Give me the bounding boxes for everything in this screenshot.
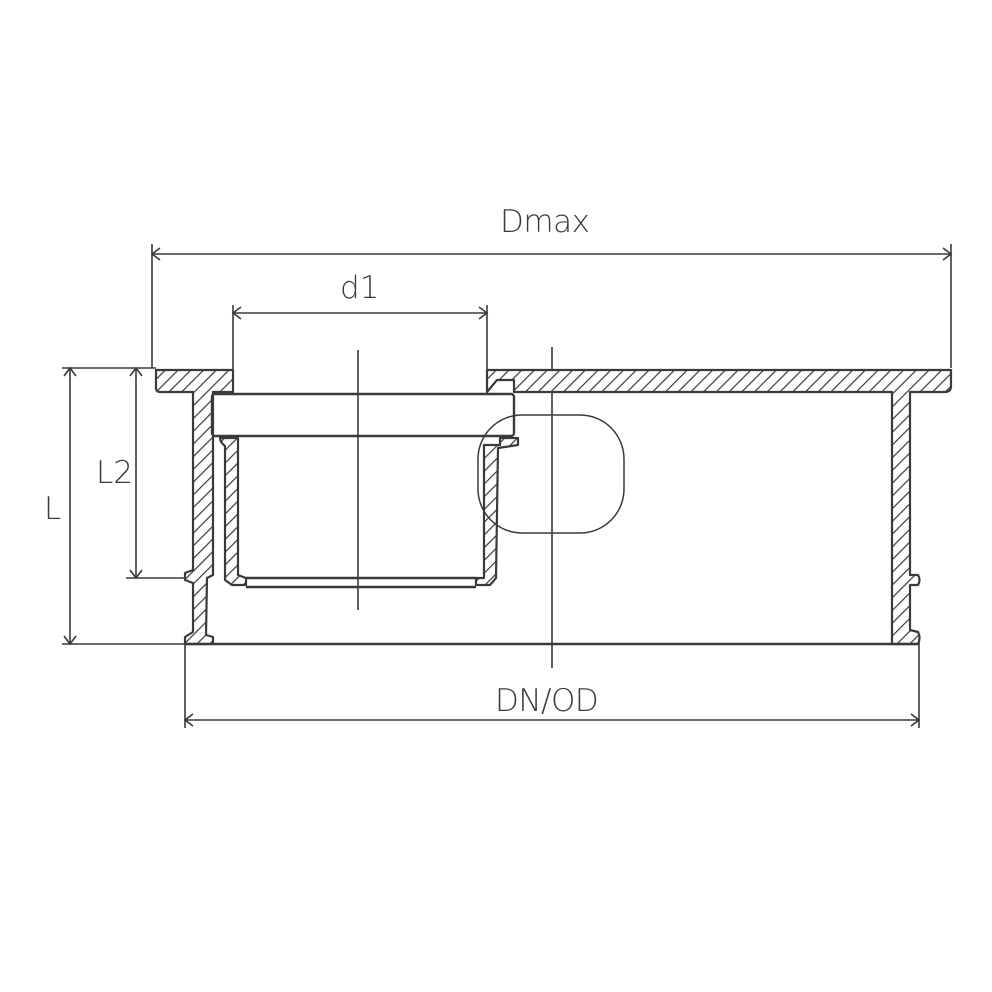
d1-label: d1 — [340, 270, 380, 306]
dn-od-label: DN/OD — [495, 683, 599, 719]
dimension-lines — [62, 244, 953, 728]
outlet-outline — [477, 414, 625, 534]
l2-label: L2 — [96, 455, 133, 491]
l-label: L — [44, 491, 62, 527]
dmax-label: Dmax — [500, 204, 590, 240]
body-sections — [154, 368, 953, 646]
